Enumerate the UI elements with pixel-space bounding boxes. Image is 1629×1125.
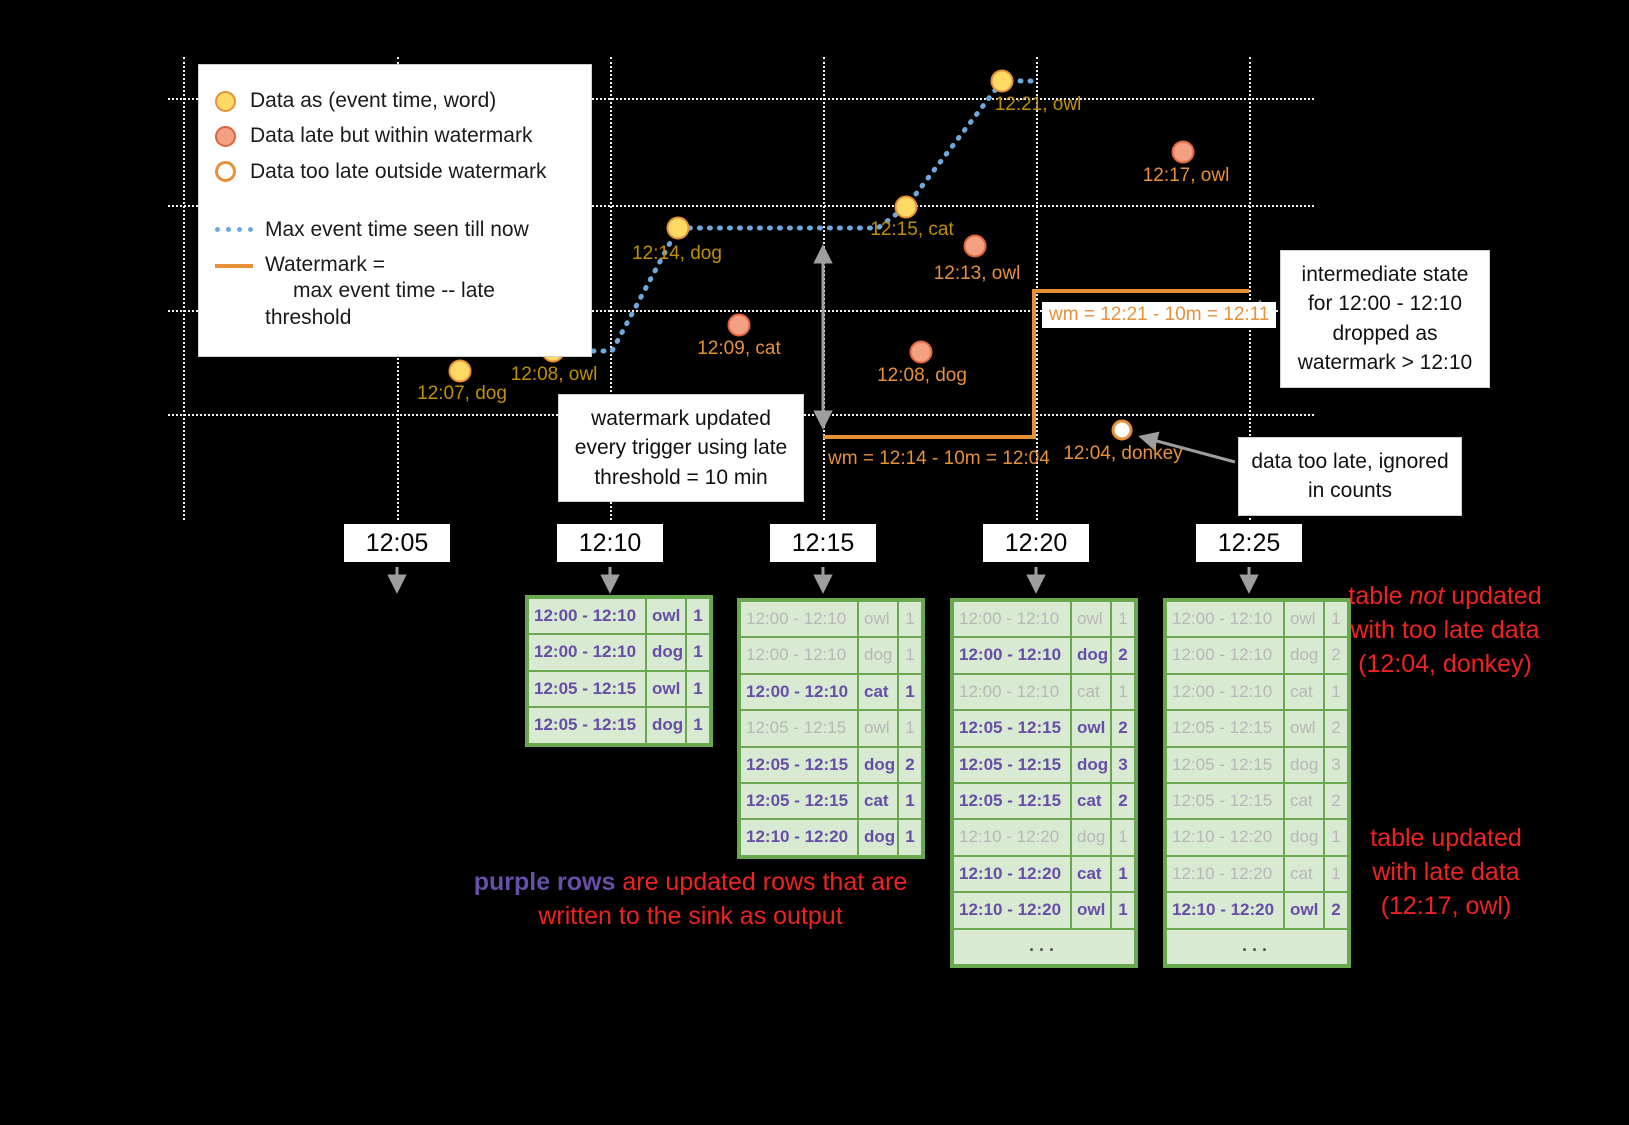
grid-line-vertical-12-25 <box>1249 57 1251 520</box>
legend-item-too-late: Data too late outside watermark <box>215 159 575 185</box>
callout-too-late: data too late, ignored in counts <box>1238 437 1462 516</box>
point-label: 12:14, dog <box>632 243 722 264</box>
data-point-late <box>727 313 751 337</box>
grid-line-vertical <box>183 57 185 520</box>
data-point-ontime <box>894 195 918 219</box>
purple-rows-highlight: purple rows <box>473 868 616 896</box>
legend-label: Max event time seen till now <box>265 217 529 241</box>
trigger-time-12-25: 12:25 <box>1196 524 1302 562</box>
legend-item-watermark: Watermark = max event time -- late thres… <box>215 252 575 331</box>
late-dot-icon <box>215 125 236 147</box>
grid-line-vertical-12-15 <box>823 57 825 520</box>
trigger-time-12-15: 12:15 <box>770 524 876 562</box>
point-label: 12:15, cat <box>870 219 954 240</box>
point-label: 12:04, donkey <box>1063 443 1183 464</box>
legend-item-max-event-time: Max event time seen till now <box>215 217 575 243</box>
watermark-value-12-11: wm = 12:21 - 10m = 12:11 <box>1042 302 1277 328</box>
data-point-ontime <box>666 216 690 240</box>
data-point-ontime <box>448 359 472 383</box>
purple-rows-rest: are updated rows that are written to the… <box>538 868 908 930</box>
trigger-time-12-05: 12:05 <box>344 524 450 562</box>
legend-label: Watermark = max event time -- late thres… <box>265 253 495 329</box>
legend-label: Data late but within watermark <box>250 124 533 148</box>
callout-watermark-update: watermark updated every trigger using la… <box>558 394 804 503</box>
point-label: 12:09, cat <box>697 338 781 359</box>
point-label: 12:21, owl <box>994 94 1082 115</box>
data-point-too-late <box>1111 419 1133 441</box>
data-point-late <box>909 340 933 364</box>
note-table-updated-late: table updated with late data (12:17, owl… <box>1370 824 1522 920</box>
watermark-value-12-04: wm = 12:14 - 10m = 12:04 <box>828 448 1050 469</box>
legend-item-late: Data late but within watermark <box>215 123 575 149</box>
ontime-dot-icon <box>215 90 236 112</box>
point-label: 12:17, owl <box>1142 165 1230 186</box>
note-purple-rows: purple rows are updated rows that are wr… <box>468 866 913 934</box>
point-label: 12:13, owl <box>933 263 1021 284</box>
point-label: 12:08, owl <box>510 364 598 385</box>
too-late-dot-icon <box>215 161 236 183</box>
data-point-late <box>1171 140 1195 164</box>
callout-state-dropped: intermediate state for 12:00 - 12:10 dro… <box>1280 250 1490 388</box>
watermark-line-icon <box>215 264 253 268</box>
data-point-late <box>963 234 987 258</box>
point-label: 12:08, dog <box>877 365 967 386</box>
legend-label: Data as (event time, word) <box>250 89 497 112</box>
grid-line-vertical-12-20 <box>1036 57 1038 520</box>
more-rows-indicator: ... <box>1166 928 1348 965</box>
trigger-time-12-20: 12:20 <box>983 524 1089 562</box>
max-event-time-line-icon <box>215 227 253 233</box>
point-label: 12:07, dog <box>417 383 507 404</box>
note-table-not-updated: table not updated with too late data (12… <box>1348 582 1542 678</box>
more-rows-indicator: ... <box>953 928 1135 965</box>
legend: Data as (event time, word) Data late but… <box>198 64 592 357</box>
data-point-ontime <box>990 69 1014 93</box>
trigger-time-12-10: 12:10 <box>557 524 663 562</box>
legend-item-ontime: Data as (event time, word) <box>215 88 575 114</box>
legend-label: Data too late outside watermark <box>250 159 547 183</box>
